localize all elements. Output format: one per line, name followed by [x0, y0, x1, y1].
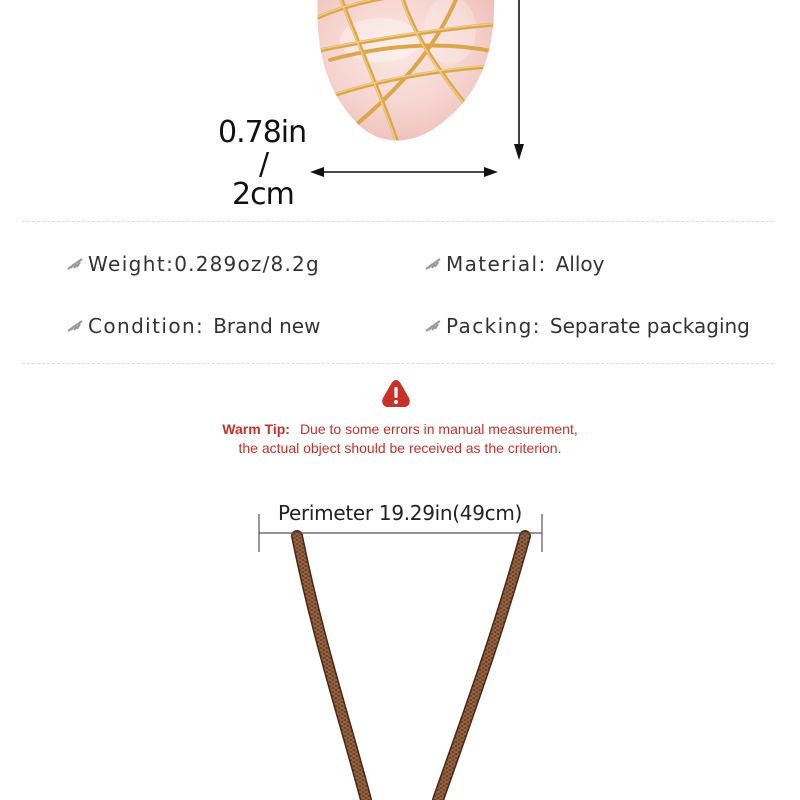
width-separator: /	[259, 147, 269, 182]
width-cm-label: 2cm	[232, 177, 295, 212]
spec-condition-label: Condition:	[88, 314, 205, 338]
spec-packing: Packing: Separate packaging	[424, 311, 750, 341]
spec-weight-label: Weight:	[88, 252, 175, 276]
spec-packing-label: Packing:	[446, 314, 541, 338]
spec-condition: Condition: Brand new	[66, 311, 320, 341]
warm-tip-line-1: Warm Tip: Due to some errors in manual me…	[0, 420, 800, 439]
height-dimension-arrow	[514, 0, 524, 160]
spec-material-label: Material:	[446, 252, 547, 276]
rose-quartz-stone	[317, 0, 495, 141]
divider-bottom	[22, 363, 774, 364]
perimeter-bracket	[258, 514, 543, 552]
feather-icon	[425, 320, 441, 332]
warm-tip: Warm Tip: Due to some errors in manual me…	[0, 420, 800, 458]
feather-icon	[67, 320, 83, 332]
warm-tip-label: Warm Tip:	[222, 421, 290, 437]
spec-material-value: Alloy	[555, 252, 605, 276]
spec-material: Material: Alloy	[424, 249, 604, 279]
feather-icon	[425, 258, 441, 270]
pendant-illustration	[310, 0, 524, 177]
divider-top	[22, 221, 774, 222]
spec-weight: Weight: 0.289oz/8.2g	[66, 249, 320, 279]
perimeter-label: Perimeter 19.29in(49cm)	[277, 501, 523, 525]
spec-weight-value: 0.289oz/8.2g	[174, 252, 320, 276]
width-inches-label: 0.78in	[218, 115, 307, 150]
product-measurement-section: 0.78in / 2cm	[0, 0, 800, 220]
gold-wire-wrap	[317, 0, 495, 141]
feather-icon	[67, 258, 83, 270]
spec-packing-value: Separate packaging	[549, 314, 750, 338]
warning-icon	[382, 380, 410, 407]
necklace-cord-illustration	[258, 514, 543, 800]
width-dimension-arrow	[310, 167, 498, 177]
spec-condition-value: Brand new	[213, 314, 321, 338]
warm-tip-text-1: Due to some errors in manual measurement…	[299, 421, 578, 437]
warm-tip-text-2: the actual object should be received as …	[238, 440, 562, 456]
